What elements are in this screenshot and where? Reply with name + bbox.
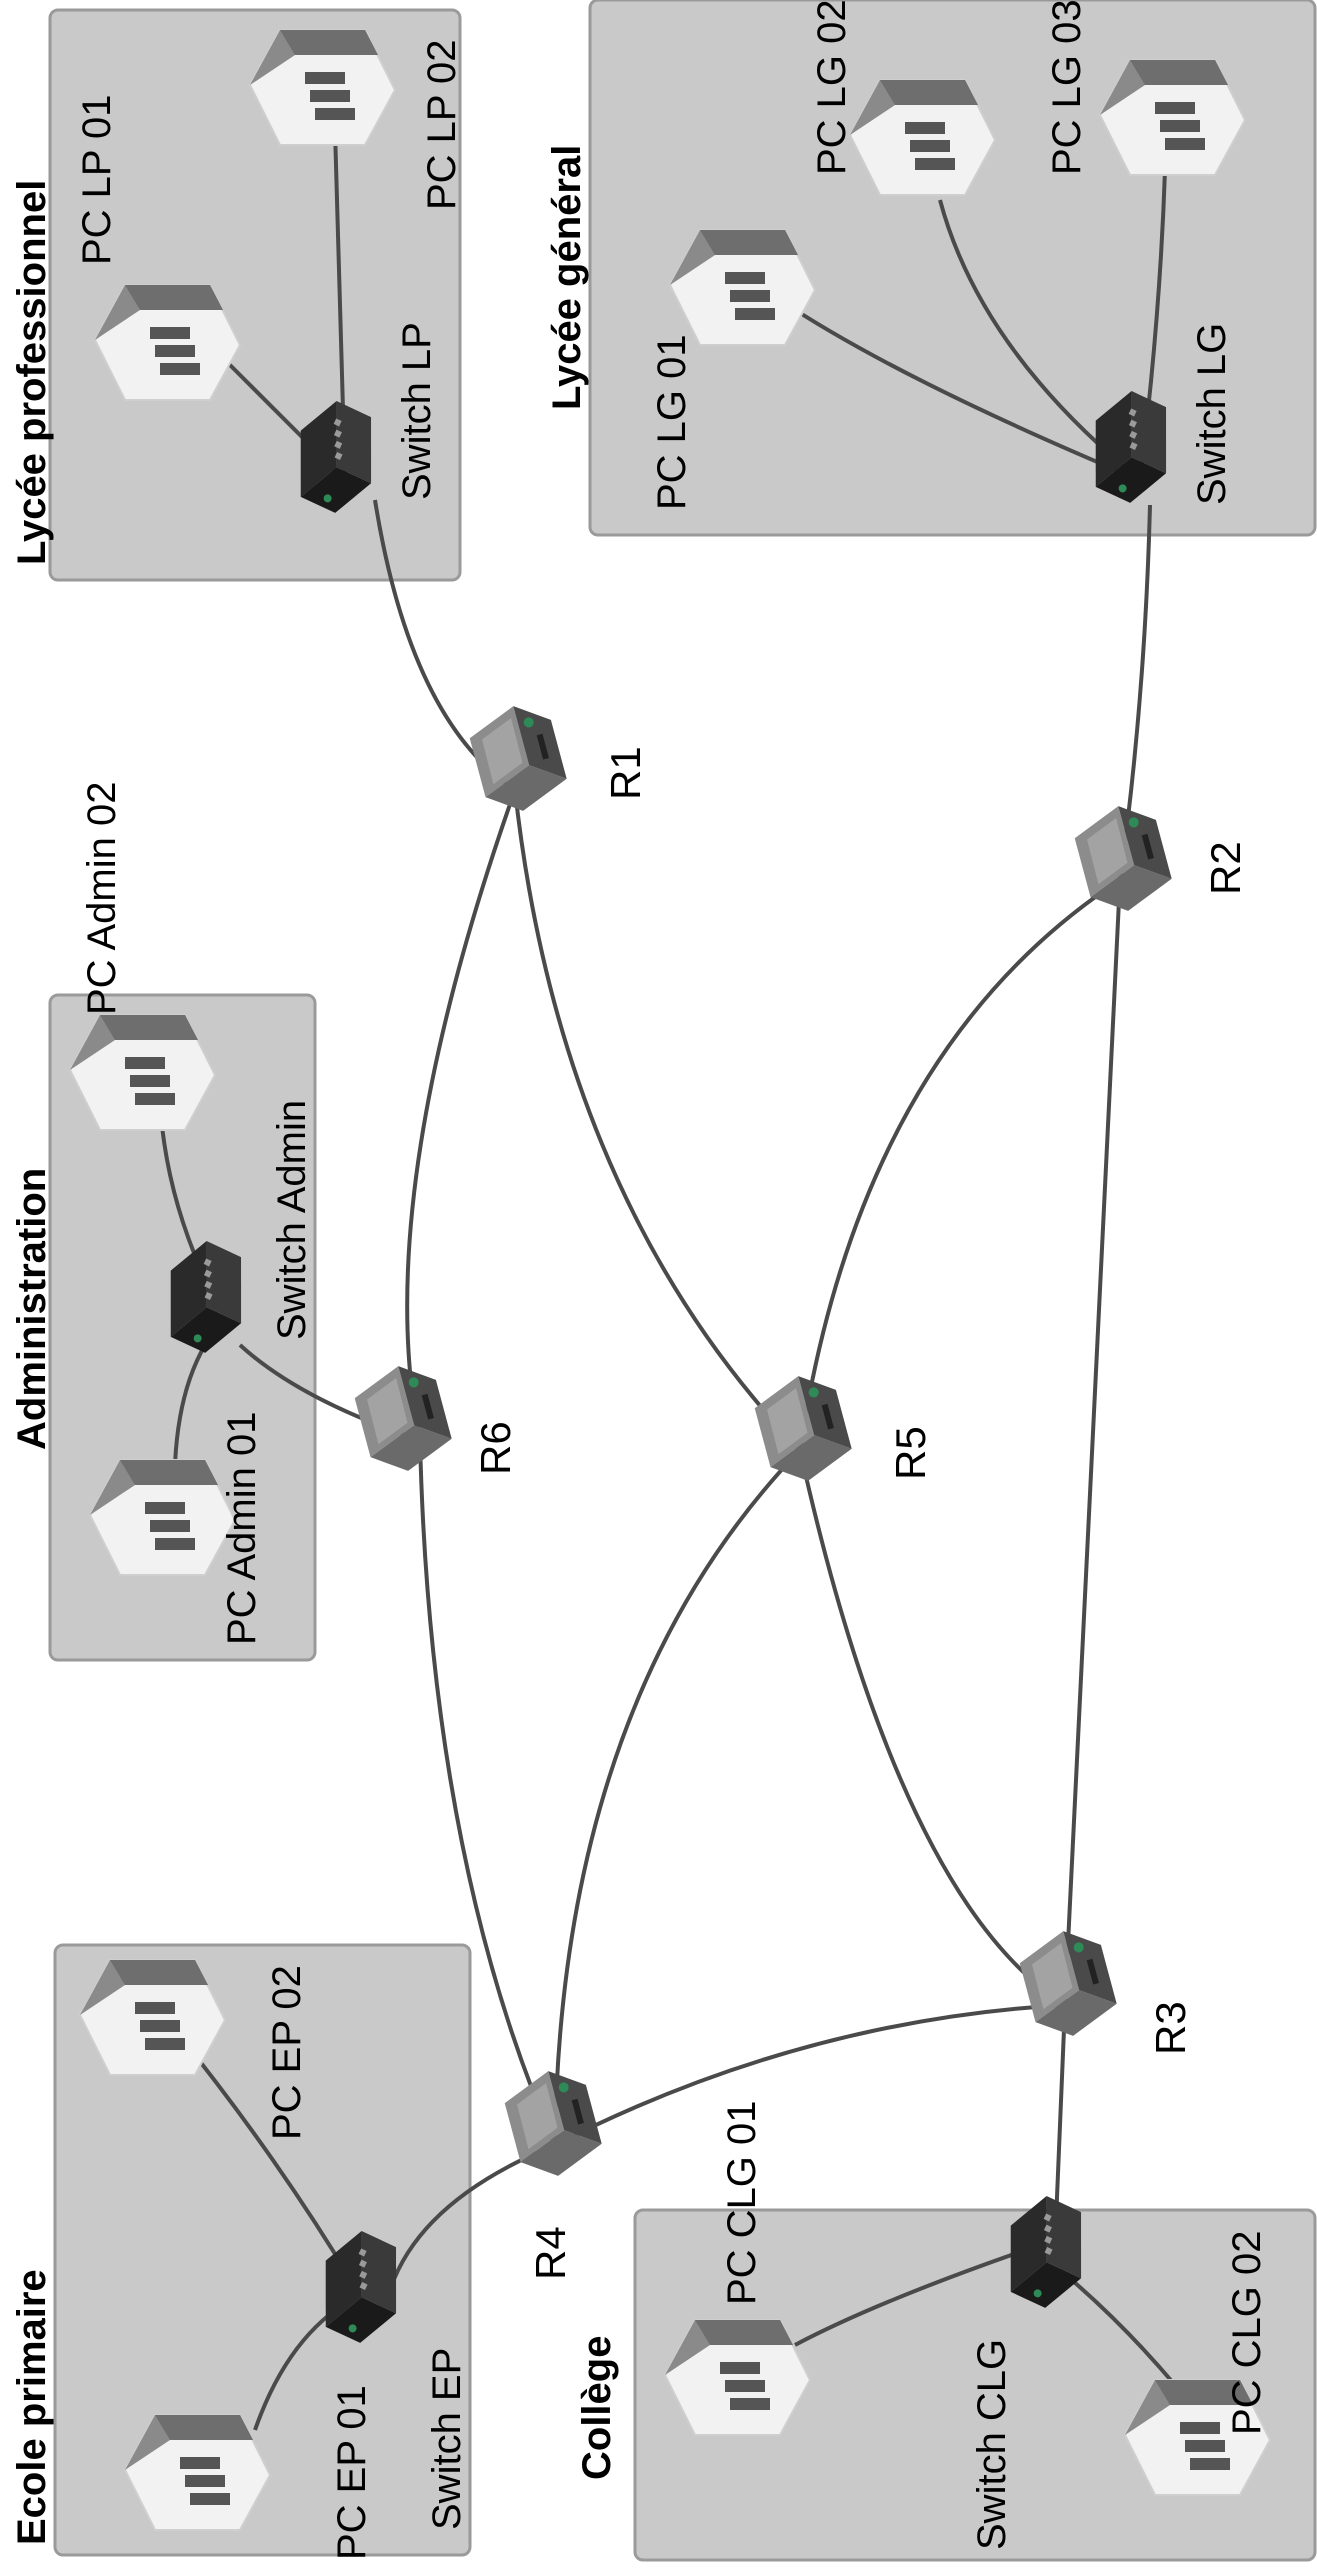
router-icon: [737, 1365, 869, 1492]
pc-label-admin01: PC Admin 01: [220, 1412, 264, 1645]
pc-clg01[interactable]: [664, 2319, 811, 2436]
pc-admin02[interactable]: [69, 1014, 216, 1131]
router-icon: [1002, 1920, 1134, 2047]
link-r3-r2: [1063, 879, 1122, 2006]
zone-title-ecole-primaire: Ecole primaire: [10, 2269, 54, 2545]
zone-title-administration: Administration: [10, 1168, 54, 1450]
router-r5[interactable]: [737, 1365, 869, 1492]
router-label-r4: R4: [527, 2226, 574, 2280]
pc-icon: [249, 29, 396, 146]
switch-label-clg: Switch CLG: [970, 2339, 1014, 2550]
pc-ep01[interactable]: [124, 2414, 271, 2531]
switch-label-ep: Switch EP: [425, 2348, 469, 2530]
router-label-r3: R3: [1147, 2001, 1194, 2055]
router-label-r2: R2: [1202, 841, 1249, 895]
link-r5-r2: [798, 878, 1122, 1451]
pc-label-lg02: PC LG 02: [810, 0, 854, 175]
switch-label-admin: Switch Admin: [270, 1100, 314, 1340]
pc-icon: [79, 1959, 226, 2076]
pc-label-ep01: PC EP 01: [330, 2385, 374, 2560]
pc-ep02[interactable]: [79, 1959, 226, 2076]
link-r5-r3: [798, 1449, 1067, 2007]
link-r5-r1: [513, 789, 802, 1452]
pc-lg01[interactable]: [669, 229, 816, 346]
pc-icon: [69, 1014, 216, 1131]
pc-label-lg03: PC LG 03: [1045, 0, 1089, 175]
zone-box-ecole-primaire: [53, 1943, 472, 2557]
pc-lp02[interactable]: [249, 29, 396, 146]
router-r3[interactable]: [1002, 1920, 1134, 2047]
pc-label-clg02: PC CLG 02: [1225, 2230, 1269, 2435]
pc-lg03[interactable]: [1099, 59, 1246, 176]
router-icon: [452, 695, 584, 822]
pc-label-ep02: PC EP 02: [265, 1965, 309, 2140]
switch-label-lg: Switch LG: [1190, 323, 1234, 505]
pc-icon: [849, 79, 996, 196]
pc-icon: [664, 2319, 811, 2436]
zone-title-lycee-professionnel: Lycée professionnel: [10, 180, 54, 565]
pc-label-admin02: PC Admin 02: [80, 782, 124, 1015]
pc-lp01[interactable]: [94, 284, 241, 401]
link-r4-r5: [553, 1448, 802, 2146]
link-r4-r3: [554, 2003, 1066, 2147]
pc-icon: [94, 284, 241, 401]
router-r1[interactable]: [452, 695, 584, 822]
router-r2[interactable]: [1057, 795, 1189, 922]
link-r4-r6: [418, 1439, 557, 2146]
link-r6-r1: [405, 789, 517, 1441]
pc-icon: [124, 2414, 271, 2531]
router-label-r5: R5: [887, 1426, 934, 1480]
pc-label-clg01: PC CLG 01: [720, 2100, 764, 2305]
router-label-r1: R1: [602, 746, 649, 800]
zone-title-college: Collège: [575, 2336, 619, 2480]
pc-label-lp01: PC LP 01: [75, 95, 119, 266]
router-label-r6: R6: [472, 1421, 519, 1475]
pc-icon: [89, 1459, 236, 1576]
link-clg-pc-clg01: [794, 2243, 1041, 2347]
pc-icon: [1099, 59, 1246, 176]
router-icon: [1057, 795, 1189, 922]
pc-label-lg01: PC LG 01: [650, 334, 694, 510]
pc-label-lp02: PC LP 02: [420, 40, 464, 211]
pc-admin01[interactable]: [89, 1459, 236, 1576]
link-lg-pc-lg01: [778, 298, 1141, 482]
switch-label-lp: Switch LP: [395, 322, 439, 500]
zone-title-lycee-general: Lycée général: [545, 145, 589, 410]
pc-icon: [669, 229, 816, 346]
pc-lg02[interactable]: [849, 79, 996, 196]
